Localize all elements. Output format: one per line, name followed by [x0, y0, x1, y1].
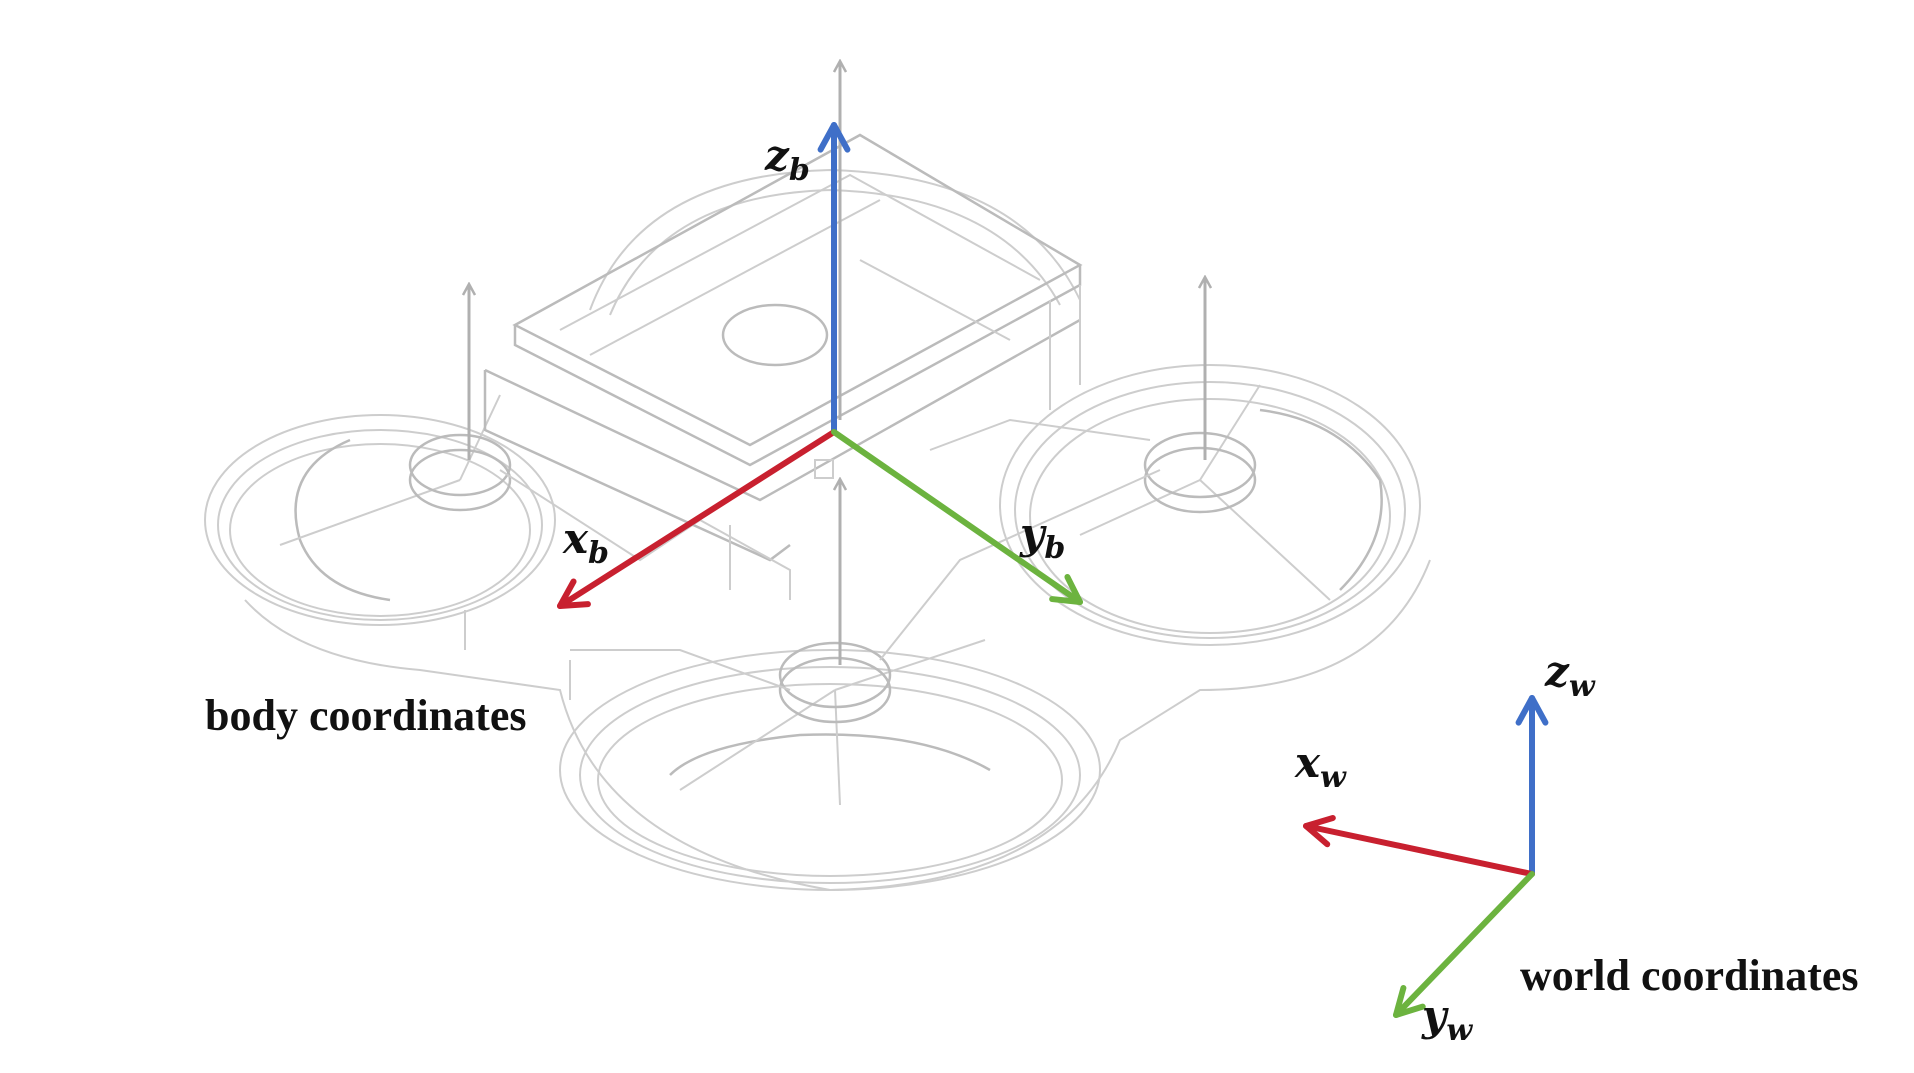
body-y-axis-label: yb: [1019, 509, 1065, 566]
frame-band: [244, 559, 1431, 892]
world-z-axis-arrow: [1515, 695, 1549, 877]
world-x-axis-label: xw: [1294, 738, 1347, 795]
right-prop-rotation: [1259, 408, 1383, 591]
body-y-axis-arrow: [831, 429, 1083, 605]
body-x-axis-arrow: [557, 429, 837, 609]
drone-illustration: [204, 62, 1431, 892]
left-prop-rotation: [294, 438, 391, 602]
world-y-axis-arrow: [1393, 871, 1535, 1018]
world-y-axis-label: yw: [1421, 991, 1473, 1048]
body-coordinates-caption: body coordinates: [205, 691, 526, 740]
world-x-axis-arrow: [1303, 814, 1535, 877]
flight-controller-stack: [483, 133, 1083, 600]
body-z-axis-arrow: [817, 122, 851, 435]
front-prop-guard: [559, 649, 1101, 891]
propeller-blades: [279, 384, 1331, 806]
left-prop-guard: [204, 414, 556, 626]
world-frame-axes: [1303, 695, 1549, 1018]
body-x-axis-label: xb: [562, 514, 609, 571]
body-frame-axes: [557, 122, 1083, 609]
world-z-axis-label: zw: [1544, 647, 1596, 704]
world-coordinates-caption: world coordinates: [1520, 951, 1859, 1000]
back-prop-guard: [589, 168, 1081, 316]
body-z-axis-label: zb: [764, 131, 810, 188]
thrust-arrows: [469, 62, 1205, 665]
right-prop-guard: [999, 364, 1421, 646]
motors: [408, 431, 1257, 724]
front-prop-rotation: [669, 733, 991, 776]
